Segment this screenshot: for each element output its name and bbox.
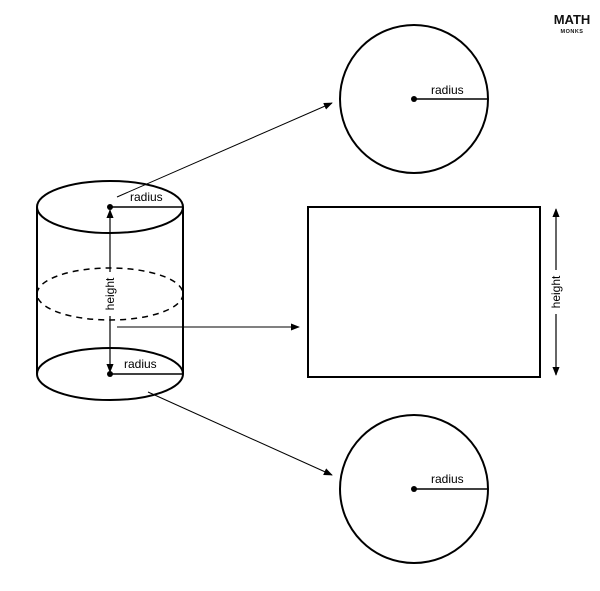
- bottom-circle-face: radius: [339, 414, 489, 564]
- cylinder-top-radius-label: radius: [130, 190, 163, 204]
- rectangle-height-label: height: [549, 275, 563, 308]
- cylinder-bottom-front-arc: [36, 373, 184, 401]
- cylinder-height-label: height: [103, 277, 117, 310]
- rectangle: [307, 206, 541, 378]
- arrow-to-bottom-circle: [147, 391, 333, 476]
- cylinder-height-dimension: height: [103, 209, 117, 373]
- cylinder-height-label-bg: [103, 272, 117, 316]
- cylinder-bottom-radius: radius: [107, 357, 183, 377]
- cylinder-top-radius: radius: [107, 190, 183, 210]
- top-circle-face: radius: [339, 24, 489, 174]
- arrow-to-top-circle: [116, 102, 333, 198]
- cylinder-bottom-radius-label: radius: [124, 357, 157, 371]
- bottom-circle-radius-label: radius: [431, 472, 464, 486]
- lateral-surface-rectangle: height: [307, 206, 563, 378]
- math-monks-logo: MATH MONKS: [554, 12, 591, 35]
- top-circle-radius-label: radius: [431, 83, 464, 97]
- connector-arrows: [116, 102, 333, 476]
- logo-top-text: MATH: [554, 12, 591, 27]
- rectangle-height-label-bg: [549, 270, 563, 314]
- logo-bottom-text: MONKS: [561, 29, 584, 35]
